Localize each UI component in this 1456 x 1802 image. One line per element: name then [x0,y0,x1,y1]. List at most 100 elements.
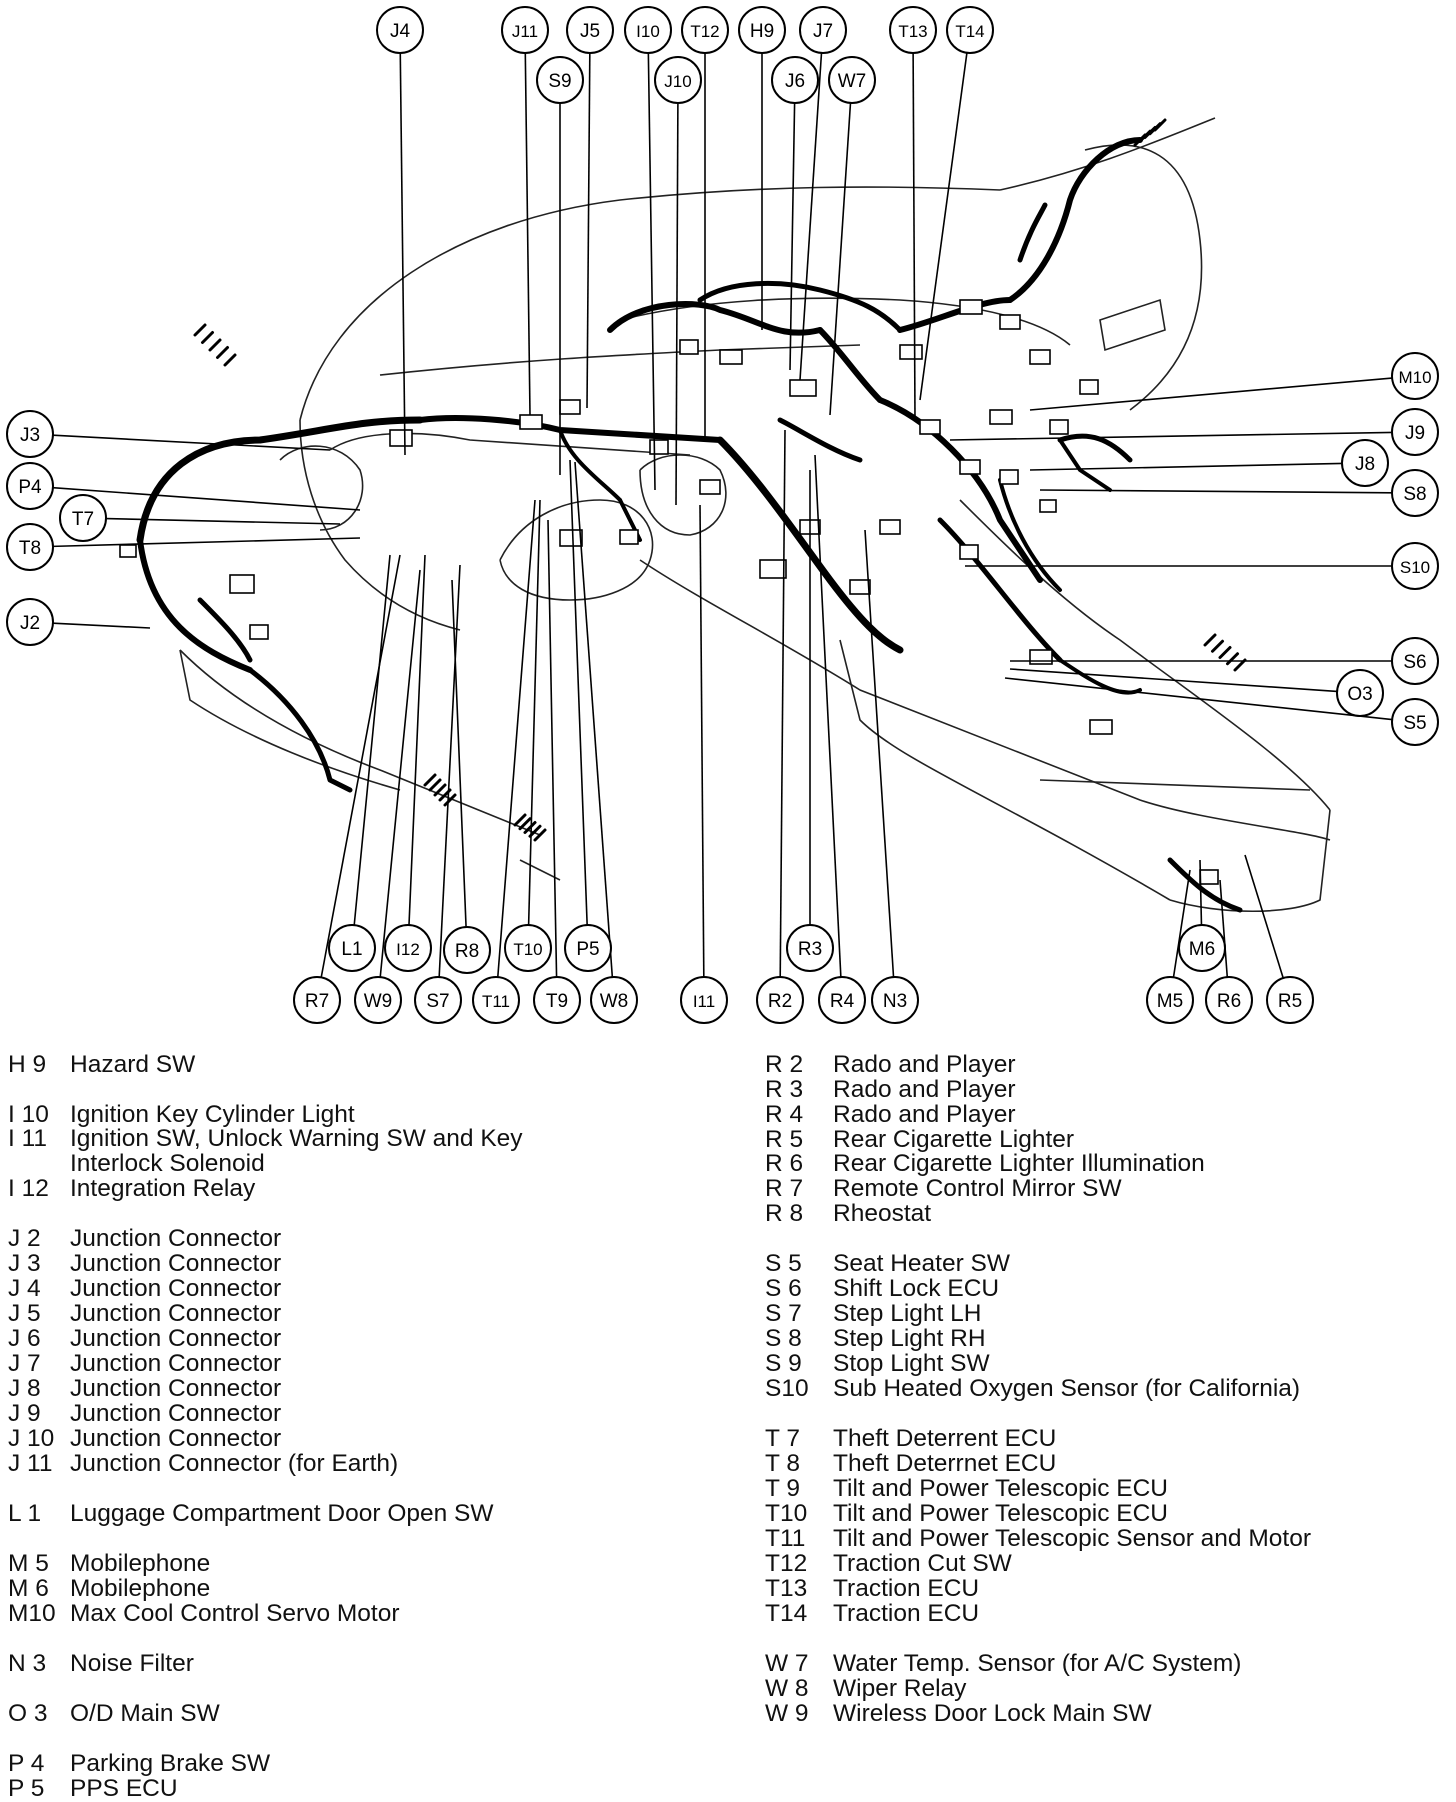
leader-line-m6 [1199,859,1203,926]
wire-end-hatch [223,353,237,367]
outline-line [379,344,861,376]
callout-label: O3 [1347,684,1372,705]
callout-label: R7 [305,991,329,1012]
legend-code: J 2 [8,1225,41,1252]
legend-description: Junction Connector [70,1300,282,1327]
callout-label: R2 [768,991,792,1012]
leader-line-j9 [949,431,1393,441]
callout-circle [681,6,729,54]
connector-block [999,469,1019,485]
legend-description: Traction Cut SW [833,1550,1012,1577]
legend-description: Junction Connector [70,1225,282,1252]
callout-r2: R2 [756,976,804,1024]
callout-label: R5 [1278,991,1302,1012]
wire [136,416,424,544]
legend-description: Sub Heated Oxygen Sensor (for California… [833,1375,1301,1402]
callout-label: L1 [341,939,362,960]
legend-description: Seat Heater SW [833,1250,1011,1277]
connector-block [959,299,983,315]
callout-label: N3 [883,991,907,1012]
callout-w9: W9 [354,976,402,1024]
callout-circle [384,924,432,972]
connector-block [719,349,743,365]
callout-circle [680,976,728,1024]
callout-circle [354,976,402,1024]
callout-i10: I10 [624,6,672,54]
legend-description: Traction ECU [833,1575,980,1602]
leader-line-i10 [647,52,656,491]
legend-description: Interlock Solenoid [70,1150,265,1177]
legend-description: Tilt and Power Telescopic ECU [833,1500,1168,1527]
callout-circle [414,976,462,1024]
callout-circle [472,976,520,1024]
leader-line-w7 [829,102,852,416]
connector-block [519,414,543,430]
legend-code: N 3 [8,1650,47,1677]
leader-line-j7 [799,52,823,381]
connector-block [849,579,871,595]
legend-description: Theft Deterrent ECU [833,1425,1057,1452]
leader-line-t14 [919,52,968,401]
callout-s10: S10 [1391,542,1439,590]
connector-block [249,624,269,640]
legend-code: W 9 [765,1700,809,1727]
legend-description: Rear Cigarette Lighter Illumination [833,1150,1205,1177]
callout-label: W8 [600,991,629,1012]
wire [1017,202,1048,263]
callout-circle [771,56,819,104]
legend-description: Shift Lock ECU [833,1275,1000,1302]
outline-line [959,499,1331,811]
connector-block [1029,349,1051,365]
outline-line [179,649,401,791]
legend-code: S 8 [765,1325,802,1352]
legend-code: I 10 [8,1101,49,1128]
legend-code: H 9 [8,1051,47,1078]
callout-label: S7 [426,991,449,1012]
leader-line-o3 [1009,668,1338,693]
connector-block [999,314,1021,330]
wire [197,597,253,663]
callout-t13: T13 [889,6,937,54]
legend-code: R 6 [765,1150,804,1177]
leader-line-s7 [438,564,461,978]
legend-description: Luggage Compartment Door Open SW [70,1500,494,1527]
callout-circle [328,924,376,972]
wire [716,436,904,654]
callout-circle [566,6,614,54]
outline-line [639,559,1331,841]
legend-code: J 4 [8,1275,41,1302]
legend-description: Rado and Player [833,1101,1016,1128]
outline-line [519,859,561,881]
callout-j7: J7 [799,6,847,54]
legend-description: Max Cool Control Servo Motor [70,1600,400,1627]
wire-end-hatch [1203,633,1217,647]
wire [247,667,353,793]
wire-end-hatch [533,828,547,842]
outline-line [1169,809,1331,912]
connector-block [229,574,255,594]
callout-label: T8 [19,538,41,559]
legend-code: T10 [765,1500,808,1527]
callout-label: T10 [513,940,542,959]
legend-code: S 7 [765,1300,802,1327]
callout-circle [376,6,424,54]
callout-w7: W7 [828,56,876,104]
wire-end-hatch [1153,118,1167,132]
callout-label: S10 [1400,558,1430,577]
callout-t10: T10 [504,924,552,972]
callout-label: J4 [390,21,411,42]
callout-j3: J3 [6,410,54,458]
wire-end-hatch [423,773,437,787]
connector-block [559,399,581,415]
connector-block [919,419,941,435]
outline-line [1099,298,1166,352]
leader-line-n3 [864,529,895,978]
callout-r5: R5 [1266,976,1314,1024]
callout-circle [818,976,866,1024]
wire-end-hatch [513,813,527,827]
wire-end-hatch [1226,652,1239,666]
connector-block [1079,379,1099,395]
legend-code: R 2 [765,1051,804,1078]
leader-line-j4 [399,52,406,456]
